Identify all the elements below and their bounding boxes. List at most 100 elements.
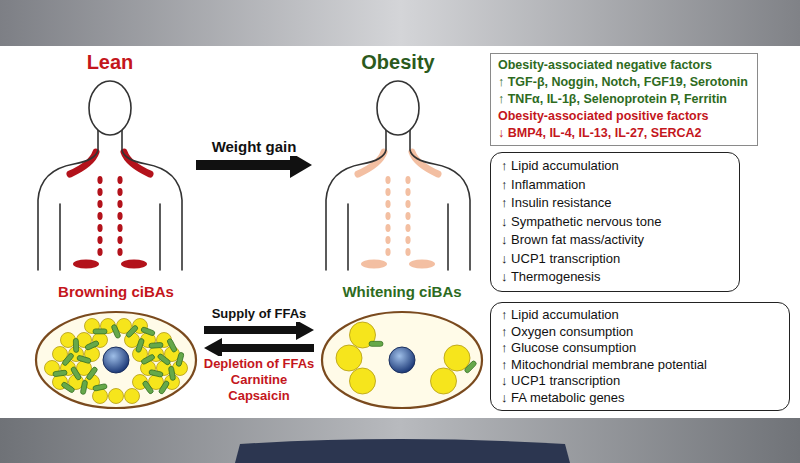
perirenal-fat (121, 260, 147, 269)
mitochondrion (70, 366, 81, 381)
paravertebral-fat (117, 236, 122, 244)
group-heading: Browning ciBAs (32, 282, 200, 301)
paravertebral-fat (405, 224, 410, 232)
mitochondrion (62, 352, 75, 366)
list-line: ↑ TGF-β, Noggin, Notch, FGF19, Serotonin (498, 74, 750, 91)
browning-cell: Browning ciBAs (32, 282, 200, 412)
list-line: ↓ BMP4, IL-4, IL-13, IL-27, SERCA2 (498, 125, 750, 142)
paravertebral-fat (97, 176, 102, 184)
mitochondrion (167, 338, 178, 353)
paravertebral-fat (385, 212, 390, 220)
paravertebral-fat (385, 248, 390, 256)
mitochondrion (93, 329, 107, 334)
mitochondrion (93, 383, 108, 391)
obese-torso: Obesity (318, 50, 478, 272)
block-arrow (196, 160, 290, 170)
paravertebral-fat (385, 188, 390, 196)
white-panel (0, 46, 800, 418)
mitochondrion (73, 338, 78, 352)
body-outline (447, 204, 449, 270)
mitochondrion (141, 354, 156, 365)
list-line: ↑ TNFα, IL-1β, Selenoprotein P, Ferritin (498, 91, 750, 108)
mitochondrion (141, 327, 156, 337)
paravertebral-fat (385, 200, 390, 208)
paravertebral-fat (97, 224, 102, 232)
cell-membrane (36, 312, 196, 408)
head-outline (377, 81, 419, 135)
list-line: ↑ Insulin resistance (501, 194, 729, 213)
mitochondrion (80, 380, 88, 395)
photo-jeans (235, 439, 570, 463)
paravertebral-fat (117, 188, 122, 196)
group-heading: Obesity (318, 50, 478, 74)
paravertebral-fat (405, 212, 410, 220)
list-line: Obesity-associated negative factors (498, 57, 750, 74)
paravertebral-fat (117, 212, 122, 220)
lipid-droplet (125, 389, 140, 404)
supraclavicular-fat (70, 152, 96, 174)
list-line: ↓ UCP1 transcription (501, 250, 729, 269)
mitochondrion (85, 340, 100, 350)
paravertebral-fat (97, 236, 102, 244)
list-line: ↓ Thermogenesis (501, 268, 729, 287)
mitochondria (53, 324, 185, 395)
perirenal-fat (361, 260, 387, 269)
list-line: ↓ FA metabolic genes (501, 390, 779, 407)
mitochondrion (77, 355, 92, 364)
body-outline (122, 130, 182, 270)
paravertebral-fat (405, 200, 410, 208)
head-outline (89, 81, 131, 135)
mitochondrion (176, 352, 184, 367)
arrow-label: Weight gain (210, 138, 299, 156)
nucleus (389, 347, 415, 373)
lipid-droplet (109, 389, 124, 404)
body-outline (347, 204, 349, 270)
paravertebral-fat (385, 236, 390, 244)
nucleus (103, 347, 129, 373)
agent-label: Carnitine (229, 372, 289, 388)
lipid-droplets (336, 322, 470, 394)
block-arrow (204, 326, 296, 334)
photo-shirt (0, 0, 800, 48)
body-outline (326, 130, 386, 270)
list-line: ↑ Lipid accumulation (501, 307, 779, 324)
paravertebral-fat (117, 248, 122, 256)
mitochondrion (86, 366, 98, 380)
paravertebral-fat (405, 236, 410, 244)
mitochondrion (53, 370, 68, 377)
cell-drawing (318, 282, 486, 412)
effect-box: ↑ Lipid accumulation↑ Oxygen consumption… (490, 302, 790, 411)
fat-depots (70, 152, 150, 269)
effect-box: ↑ Lipid accumulation↑ Inflammation↑ Insu… (490, 152, 740, 292)
paravertebral-fat (405, 248, 410, 256)
block-arrow (222, 344, 314, 352)
group-heading: Whitening ciBAs (318, 282, 486, 301)
mitochondrion (61, 381, 75, 393)
paravertebral-fat (385, 176, 390, 184)
supraclavicular-fat (358, 152, 384, 174)
paravertebral-fat (117, 224, 122, 232)
mitochondrion (135, 338, 144, 353)
supraclavicular-fat (412, 152, 438, 174)
lipid-droplet (444, 345, 470, 371)
torso-figure (326, 81, 470, 270)
mitochondrion (125, 325, 138, 339)
body-outline (159, 204, 161, 270)
supraclavicular-fat (124, 152, 150, 174)
perirenal-fat (409, 260, 435, 269)
list-line: ↑ Oxygen consumption (501, 324, 779, 341)
list-line: ↓ Sympathetic nervous tone (501, 213, 729, 232)
factor-box: Obesity-associated negative factors↑ TGF… (490, 53, 758, 146)
list-line: ↑ Glucose consumption (501, 340, 779, 357)
agent-label: Capsaicin (226, 388, 291, 404)
mitochondrion (149, 369, 164, 377)
photo-shirt (0, 416, 800, 463)
mitochondria (369, 341, 477, 373)
paravertebral-fat (405, 176, 410, 184)
list-line: ↑ Mitochondrial membrane potential (501, 357, 779, 374)
torso-drawing (318, 50, 478, 272)
mitochondrion (149, 342, 163, 348)
lipid-droplets (45, 319, 188, 404)
body-outline (38, 130, 98, 270)
